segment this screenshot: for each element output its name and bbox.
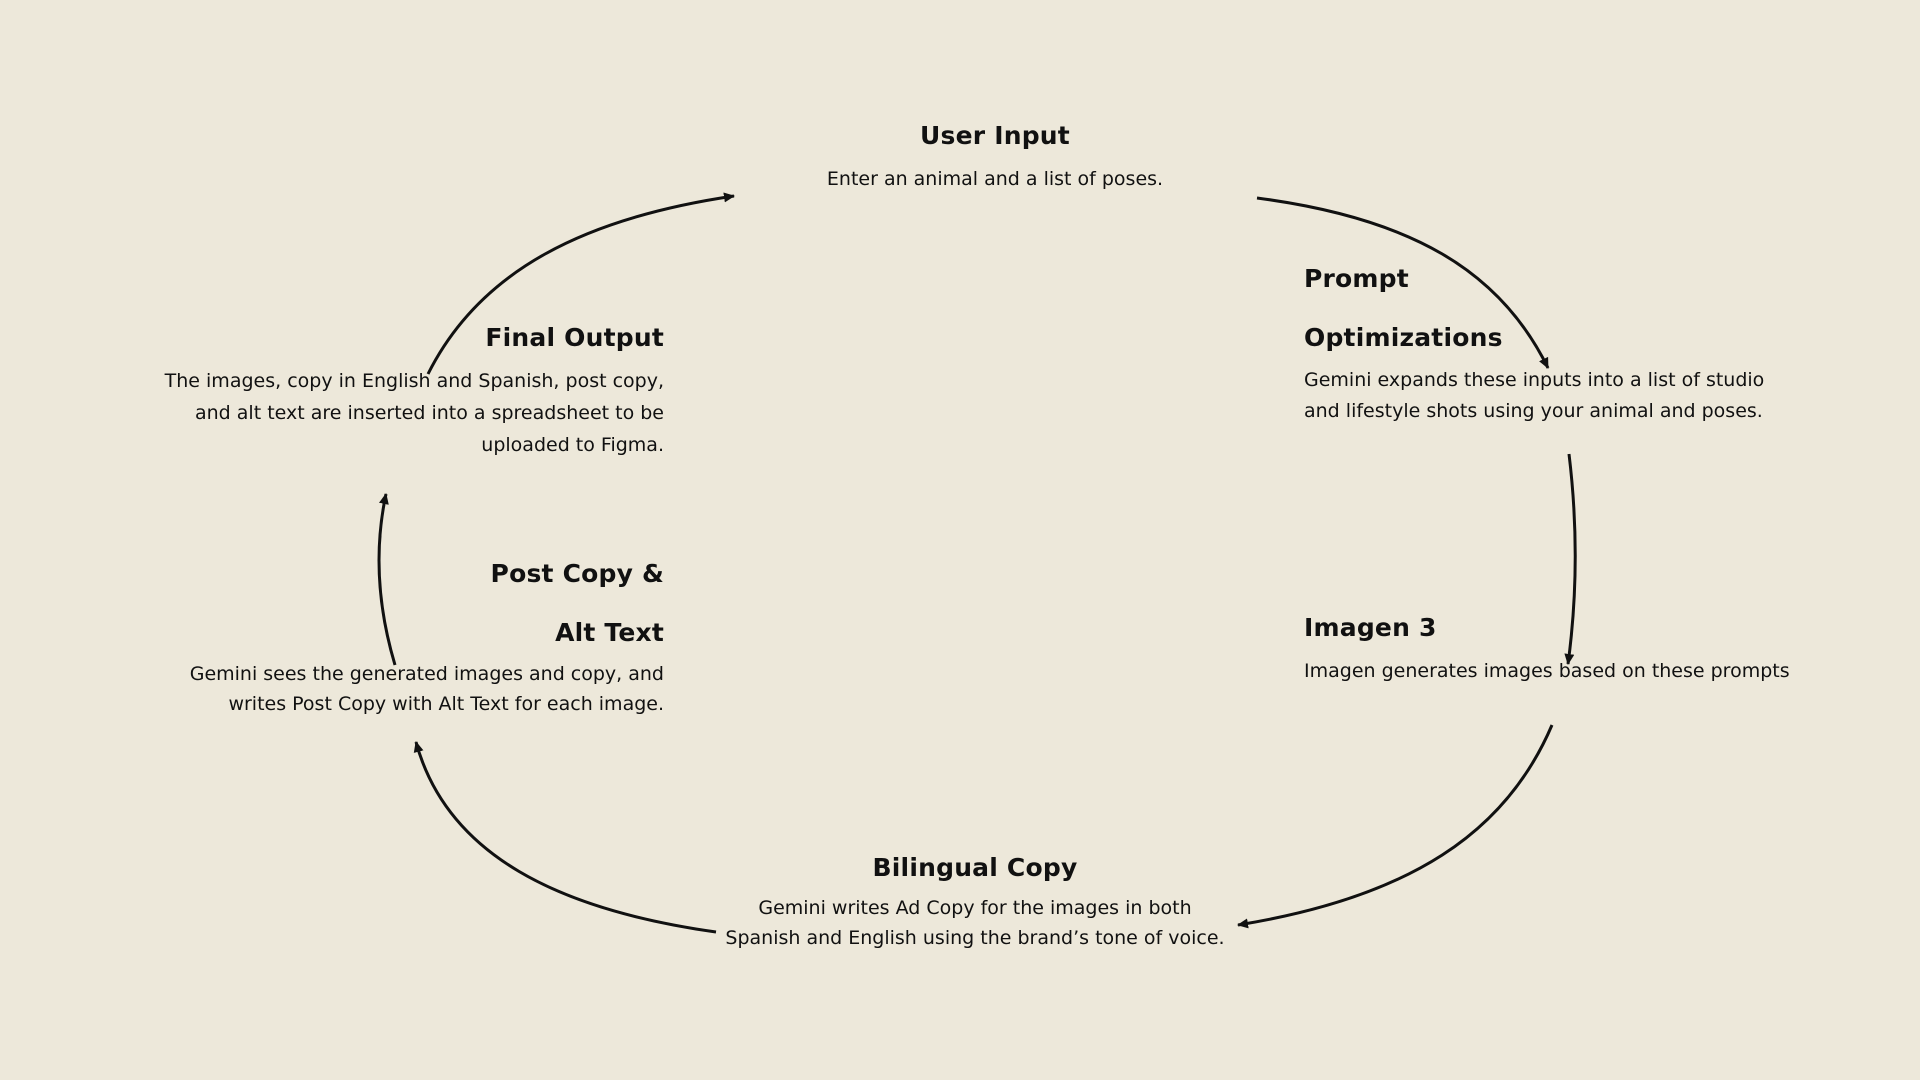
- node-description-line-1: The images, copy in English and Spanish,…: [164, 370, 664, 392]
- node-description-line-1: Gemini expands these inputs into a list …: [1304, 369, 1765, 391]
- node-description-line-2: writes Post Copy with Alt Text for each …: [228, 693, 664, 715]
- node-title-line-2: Alt Text: [555, 618, 664, 647]
- node-post-copy-alt-text: Post Copy & Alt Text Gemini sees the gen…: [140, 544, 664, 722]
- node-description-line-1: Gemini sees the generated images and cop…: [189, 663, 664, 685]
- node-user-input: User Input Enter an animal and a list of…: [780, 106, 1210, 197]
- node-description-line-2: Spanish and English using the brand’s to…: [725, 927, 1225, 949]
- node-description-line-2: and lifestyle shots using your animal an…: [1304, 400, 1763, 422]
- arrow-bilingual-to-postcopy: [413, 741, 717, 934]
- node-title-line-1: Prompt: [1304, 264, 1409, 293]
- node-title-line-1: Post Copy &: [490, 559, 664, 588]
- node-description-line-1: Gemini writes Ad Copy for the images in …: [758, 897, 1192, 919]
- node-description-line-2: and alt text are inserted into a spreads…: [195, 402, 664, 424]
- node-title-line-2: Optimizations: [1304, 323, 1503, 352]
- node-final-output: Final Output The images, copy in English…: [140, 308, 664, 463]
- node-description: Imagen generates images based on these p…: [1304, 660, 1790, 682]
- node-description: Enter an animal and a list of poses.: [826, 168, 1164, 190]
- node-title: Final Output: [485, 323, 664, 352]
- node-imagen: Imagen 3 Imagen generates images based o…: [1304, 598, 1864, 689]
- arrow-prompt-to-imagen: [1564, 453, 1577, 665]
- node-title: Bilingual Copy: [872, 853, 1078, 882]
- node-title: User Input: [920, 121, 1070, 150]
- node-title: Imagen 3: [1304, 613, 1437, 642]
- arrow-imagen-to-bilingual: [1237, 724, 1554, 929]
- arrow-postcopy-to-final: [377, 493, 397, 666]
- arrow-user-input-to-prompt: [1256, 196, 1550, 369]
- arrow-final-to-user-input: [426, 192, 735, 375]
- node-bilingual-copy: Bilingual Copy Gemini writes Ad Copy for…: [660, 840, 1290, 956]
- node-prompt-optimizations: Prompt Optimizations Gemini expands thes…: [1304, 249, 1824, 429]
- node-description-line-3: uploaded to Figma.: [481, 434, 664, 456]
